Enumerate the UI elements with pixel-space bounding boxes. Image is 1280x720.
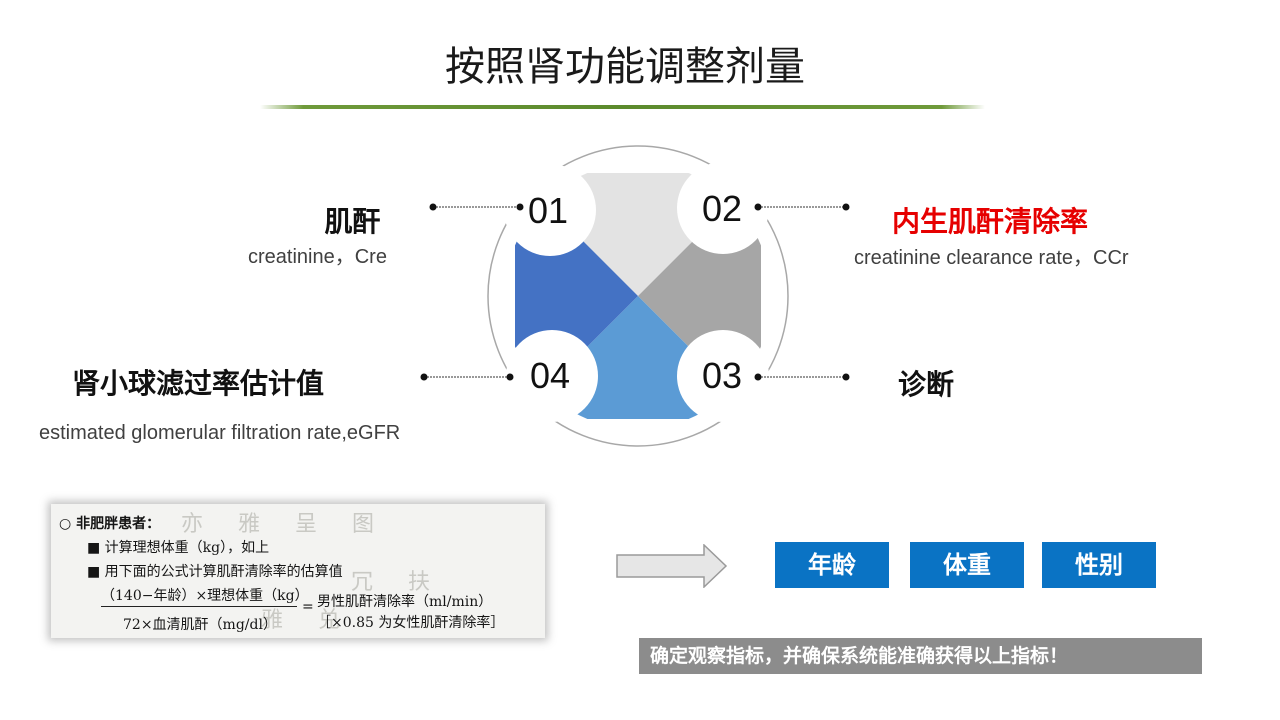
notch-01 <box>504 164 596 256</box>
item-04-title: 肾小球滤过率估计值 <box>72 367 325 400</box>
page-title: 按照肾功能调整剂量 <box>445 44 805 90</box>
dot-02b <box>842 203 850 211</box>
dot-04b <box>506 373 514 381</box>
formula-numerator: （140−年龄）×理想体重（kg） <box>101 588 309 604</box>
formula-result-2: ［×0.85 为女性肌酐清除率］ <box>317 615 505 631</box>
dot-03a <box>754 373 762 381</box>
formula-heading: ○ 非肥胖患者： <box>59 516 161 532</box>
item-number-01: 01 <box>528 190 569 231</box>
item-01-title: 肌酐 <box>324 205 381 238</box>
item-02-title: 内生肌酐清除率 <box>892 205 1089 238</box>
item-number-02: 02 <box>702 188 743 229</box>
formula-bullet-1: ■ 计算理想体重（kg），如上 <box>87 540 270 556</box>
formula-result-1: 男性肌酐清除率（ml/min） <box>317 594 493 610</box>
right-arrow-icon <box>616 544 728 588</box>
notch-02 <box>677 162 769 254</box>
notch-04 <box>506 330 598 422</box>
factor-chip-weight: 体重 <box>910 542 1024 588</box>
formula-equals: = <box>302 599 314 615</box>
dot-04a <box>420 373 428 381</box>
title-divider <box>260 105 985 109</box>
fraction-bar <box>101 606 297 607</box>
item-03-title: 诊断 <box>898 368 955 401</box>
formula-denominator: 72×血清肌酐（mg/dl） <box>123 617 277 633</box>
dot-03b <box>842 373 850 381</box>
item-number-04: 04 <box>530 355 571 396</box>
item-01-subtitle: creatinine，Cre <box>248 246 387 268</box>
dot-02a <box>754 203 762 211</box>
item-04-subtitle: estimated glomerular filtration rate,eGF… <box>39 422 401 444</box>
formula-bullet-2: ■ 用下面的公式计算肌酐清除率的估算值 <box>87 564 343 580</box>
notch-03 <box>677 330 769 422</box>
dot-01b <box>516 203 524 211</box>
notice-banner: 确定观察指标，并确保系统能准确获得以上指标！ <box>639 638 1202 674</box>
item-02-subtitle: creatinine clearance rate，CCr <box>854 247 1129 269</box>
factor-chip-age: 年龄 <box>775 542 889 588</box>
quadrant-diagram <box>420 145 850 447</box>
dot-01a <box>429 203 437 211</box>
item-number-03: 03 <box>702 355 743 396</box>
formula-scan-image: 亦 雅 呈 图 冗 扶 雅 兑 ○ 非肥胖患者： ■ 计算理想体重（kg），如上… <box>51 504 545 638</box>
factor-chip-gender: 性别 <box>1042 542 1156 588</box>
